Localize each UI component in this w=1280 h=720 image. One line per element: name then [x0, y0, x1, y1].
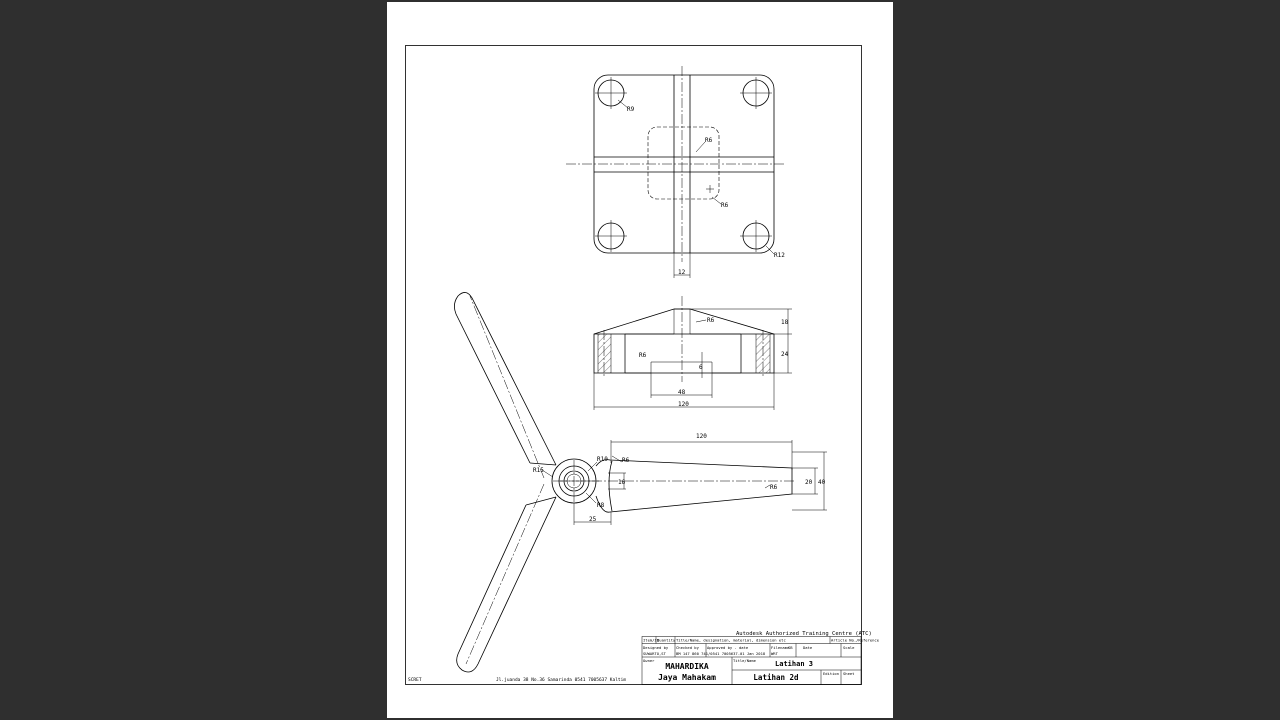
dim-sec-48: 48 — [678, 389, 686, 396]
tb-article-header: Article No./Reference — [831, 638, 880, 643]
tb-designed-by-label: Designed by — [643, 645, 669, 650]
tb-checked-by: BM 147 860 741/0541 7005637-01 Jan 2018 — [676, 651, 766, 656]
title-block — [641, 636, 862, 685]
tb-date-label: Date — [803, 645, 813, 650]
arm-view — [454, 292, 827, 673]
section-view — [593, 296, 792, 410]
atc-label: Autodesk Authorized Training Centre (ATC… — [736, 631, 872, 637]
tb-title-header: Title/Name, designation, material, dimen… — [676, 638, 786, 643]
dim-arm-20: 20 — [805, 479, 813, 486]
dim-sec-r6-b: R6 — [639, 352, 647, 359]
dim-sec-120: 120 — [678, 401, 689, 408]
dim-top-r12: R12 — [774, 252, 785, 259]
drawing-border — [405, 45, 862, 685]
dim-sec-18: 18 — [781, 319, 789, 326]
tb-sheet-label: Sheet — [843, 671, 854, 676]
tb-owner-name: MAHARDIKA — [665, 662, 709, 671]
tb-sb: SB — [788, 645, 793, 650]
dim-top-r6-b: R6 — [721, 202, 729, 209]
tb-item-header: Item/ID — [643, 638, 660, 643]
tb-edition-label: Edition — [823, 671, 839, 676]
dim-arm-40: 40 — [818, 479, 826, 486]
tb-owner-label: Owner — [643, 658, 655, 663]
dim-sec-r6-a: R6 — [707, 317, 715, 324]
tb-title-1: Latihan 3 — [775, 660, 813, 668]
tb-filename-label: Filename — [771, 645, 790, 650]
tb-checked-by-label: Checked by — [676, 645, 700, 650]
dim-arm-16: 16 — [618, 479, 626, 486]
dim-arm-r10: R10 — [597, 456, 608, 463]
tb-approved-label: Approved by - date — [707, 645, 749, 650]
dim-top-12: 12 — [678, 269, 686, 276]
dim-arm-r8: R8 — [597, 502, 605, 509]
tb-owner-company: Jaya Mahakam — [658, 673, 716, 682]
tb-scale-label: Scale — [843, 645, 855, 650]
dim-arm-25: 25 — [589, 516, 597, 523]
top-view — [566, 66, 786, 278]
tb-filename: WRT — [771, 651, 779, 656]
dim-arm-r15: R15 — [533, 467, 544, 474]
drawing-sheet — [387, 2, 893, 718]
tb-designed-by: SUWARTO,ST — [643, 651, 667, 656]
dim-arm-r6-b: R6 — [770, 484, 778, 491]
dim-arm-120: 120 — [696, 433, 707, 440]
tb-title-label: Title/Name — [733, 658, 757, 663]
dim-top-r9: R9 — [627, 106, 635, 113]
dim-arm-r6-a: R6 — [622, 457, 630, 464]
footer-left: SCRET — [408, 677, 422, 683]
dim-sec-24: 24 — [781, 351, 789, 358]
footer-address: Jl.juanda 38 No.36 Samarinda 0541 700563… — [496, 677, 626, 683]
dim-top-r6-a: R6 — [705, 137, 713, 144]
tb-title-2: Latihan 2d — [753, 673, 798, 682]
tb-quantity-header: Quantity — [657, 638, 676, 643]
dim-sec-6: 6 — [699, 364, 703, 371]
